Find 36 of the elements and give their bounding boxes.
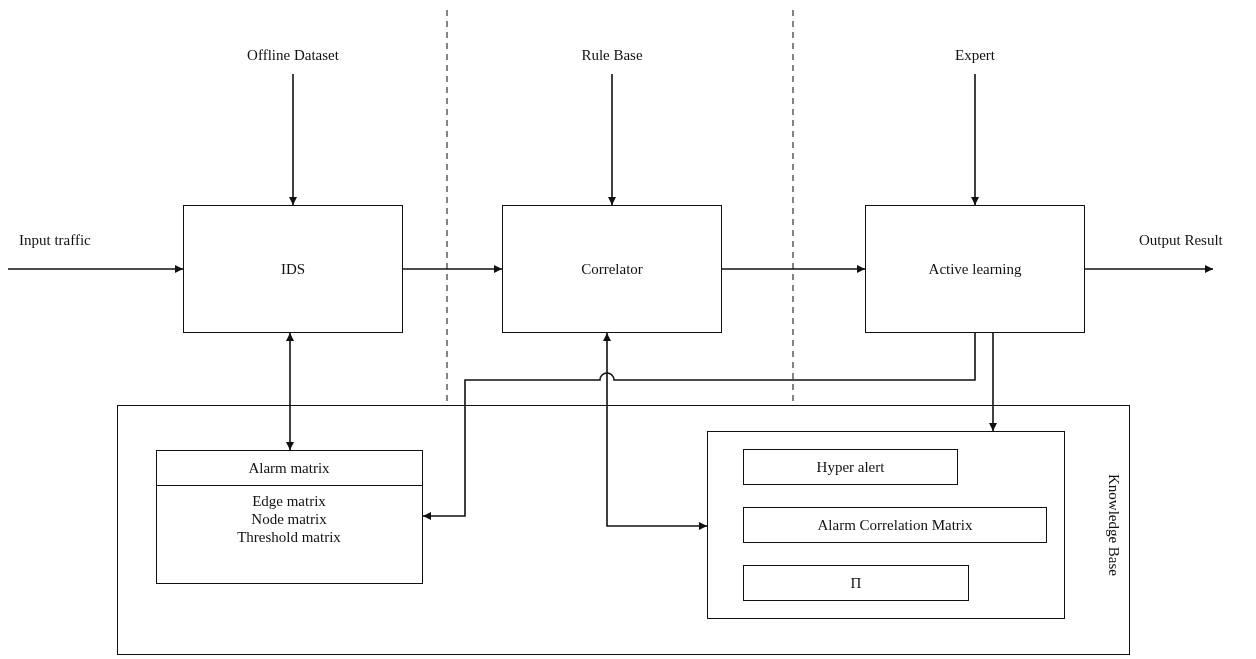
arrow	[7, 265, 184, 273]
node-label: Rule Base	[581, 46, 643, 64]
edge-label: Output Result	[1138, 232, 1224, 249]
node-label: IDS	[280, 260, 306, 278]
process-box	[743, 449, 958, 485]
matrix-table	[155, 449, 423, 584]
container-box	[117, 405, 1130, 655]
node-label: Π	[850, 574, 862, 592]
header-label: Alarm matrix	[156, 450, 422, 486]
arrow	[603, 332, 708, 530]
node-label: Hyper alert	[816, 458, 885, 476]
node-label: Node matrix	[251, 509, 327, 528]
process-box	[743, 507, 1047, 543]
process-box	[743, 565, 969, 601]
node-label: Expert	[955, 46, 995, 64]
node-label: Threshold matrix	[237, 527, 341, 546]
empty-box	[706, 430, 1065, 619]
edge-label: Input traffic	[18, 232, 92, 249]
node-label: Alarm Correlation Matrix	[817, 516, 973, 534]
arrow	[422, 332, 976, 520]
arrow	[608, 73, 616, 206]
process-box	[502, 205, 722, 333]
arrow	[989, 332, 997, 432]
node-label: Offline Dataset	[247, 46, 339, 64]
node-label: Edge matrix	[252, 491, 326, 510]
arrow	[1084, 265, 1214, 273]
node-label: Knowledge Base	[1104, 473, 1123, 577]
arrow	[971, 73, 979, 206]
arrow	[721, 265, 866, 273]
arrow	[289, 73, 297, 206]
node-label: Correlator	[581, 260, 643, 278]
process-box	[865, 205, 1085, 333]
arrow	[402, 265, 503, 273]
arrow	[286, 332, 294, 451]
process-box	[183, 205, 403, 333]
node-label: Active learning	[928, 260, 1022, 278]
